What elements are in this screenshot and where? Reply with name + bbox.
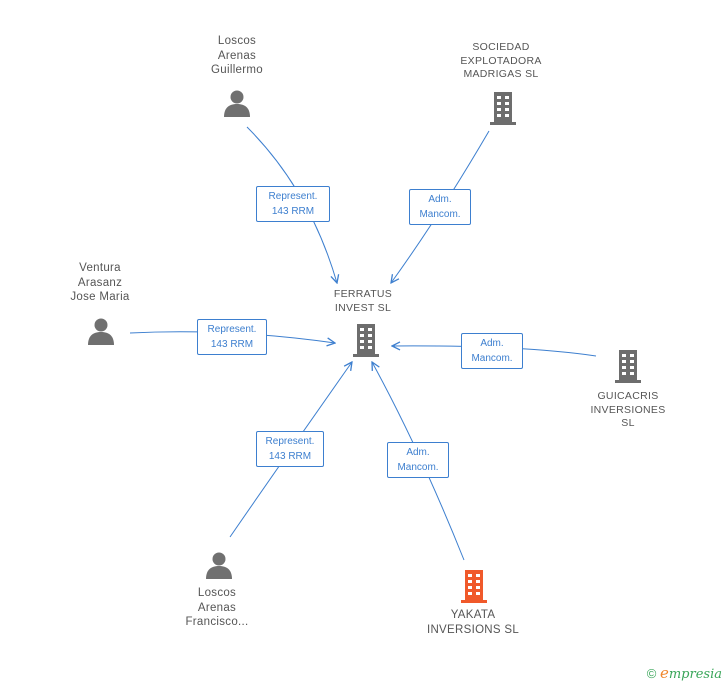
brand-logo-initial: e [659, 664, 669, 682]
madrigas-name-line-2: EXPLOTADORA [460, 54, 542, 67]
company-building-icon[interactable] [612, 348, 644, 384]
guicacris-node-label: GUICACRIS INVERSIONES SL [578, 390, 678, 431]
guicacris-name-line-1: GUICACRIS [597, 390, 659, 402]
madrigas-name-line-1: SOCIEDAD [472, 41, 530, 53]
jose-maria-name-line-2: Arasanz [77, 276, 123, 289]
edge-label-yakata[interactable]: Adm. Mancom. [387, 442, 449, 478]
edge-label-text: Represent. [268, 191, 318, 202]
center-node-label: FERRATUS INVEST SL [322, 288, 404, 315]
edge-label-text: 143 RRM [271, 206, 315, 217]
company-building-highlight-icon[interactable] [458, 568, 490, 604]
guicacris-name-line-3: SL [621, 417, 635, 429]
edge-label-text: Adm. [480, 338, 504, 349]
madrigas-node-label: SOCIEDAD EXPLOTADORA MADRIGAS SL [446, 41, 556, 82]
person-icon[interactable] [86, 316, 116, 346]
guillermo-name-line-3: Guillermo [211, 64, 263, 76]
edge-label-guillermo[interactable]: Represent. 143 RRM [256, 186, 330, 222]
edge-label-text: 143 RRM [268, 451, 312, 462]
edge-label-text: Mancom. [471, 353, 513, 364]
company-building-icon[interactable] [487, 90, 519, 126]
brand-watermark: © empresia [647, 664, 722, 682]
guillermo-name-line-2: Arenas [217, 49, 257, 62]
edge-label-madrigas[interactable]: Adm. Mancom. [409, 189, 471, 225]
francisco-node-label: Loscos Arenas Francisco... [172, 586, 262, 630]
francisco-name-line-2: Arenas [197, 601, 237, 614]
madrigas-name-line-3: MADRIGAS SL [463, 68, 539, 80]
center-name-line-1: FERRATUS [333, 288, 393, 300]
center-name-line-2: INVEST SL [334, 301, 392, 314]
edge-label-francisco[interactable]: Represent. 143 RRM [256, 431, 324, 467]
edge-label-text: 143 RRM [210, 339, 254, 350]
jose-maria-name-line-3: Jose Maria [70, 291, 130, 303]
yakata-node-label: YAKATA INVERSIONS SL [418, 608, 528, 637]
francisco-name-line-3: Francisco... [185, 616, 249, 628]
edge-label-text: Mancom. [419, 209, 461, 220]
guillermo-node-label: Loscos Arenas Guillermo [192, 34, 282, 78]
yakata-name-line-1: YAKATA [450, 609, 496, 621]
edge-label-jose-maria[interactable]: Represent. 143 RRM [197, 319, 267, 355]
francisco-name-line-1: Loscos [197, 587, 237, 599]
person-icon[interactable] [222, 88, 252, 118]
edge-label-text: Adm. [428, 194, 452, 205]
company-building-icon[interactable] [350, 322, 382, 358]
edge-label-text: Represent. [265, 436, 315, 447]
guillermo-name-line-1: Loscos [217, 35, 257, 47]
brand-logo-text: mpresia [668, 667, 722, 682]
guicacris-name-line-2: INVERSIONES [590, 403, 666, 416]
yakata-name-line-2: INVERSIONS SL [426, 623, 520, 636]
jose-maria-node-label: Ventura Arasanz Jose Maria [55, 261, 145, 305]
edge-label-text: Adm. [406, 447, 430, 458]
jose-maria-name-line-1: Ventura [79, 262, 121, 274]
edge-label-text: Mancom. [397, 462, 439, 473]
edge-label-guicacris[interactable]: Adm. Mancom. [461, 333, 523, 369]
edge-label-text: Represent. [207, 324, 257, 335]
person-icon[interactable] [204, 550, 234, 580]
copyright-symbol: © [646, 666, 657, 681]
